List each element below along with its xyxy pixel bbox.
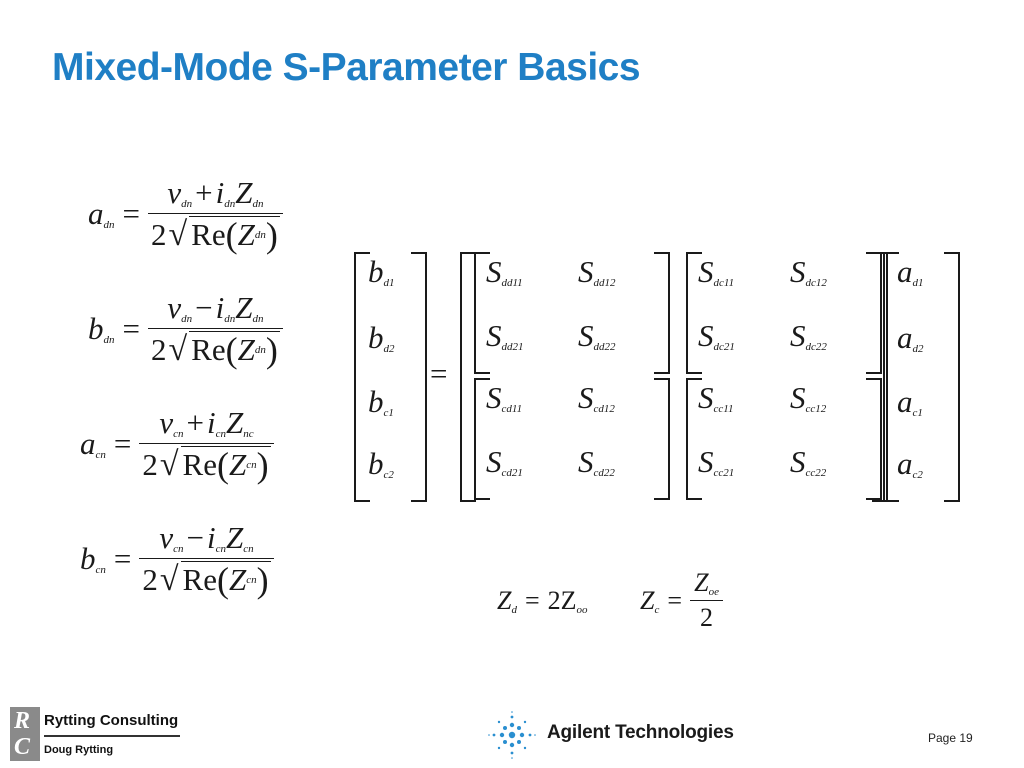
radical-sign: √: [159, 560, 179, 598]
b-vector-right-bracket: [411, 252, 427, 502]
b-vector-left-bracket: [354, 252, 370, 502]
a-vector-entry: ac1: [897, 384, 923, 419]
numerator: vcn−icnZcn: [159, 520, 254, 555]
rytting-consulting-logo: R C Rytting Consulting Doug Rytting: [10, 707, 182, 761]
b-vector-entry: bc2: [368, 446, 394, 481]
agilent-spark-icon: [488, 711, 536, 759]
common-impedance-relation: Zc = Zoe 2: [640, 568, 724, 633]
equation-lhs: adn: [88, 196, 115, 231]
quadrant-dd-right-bracket: [654, 252, 670, 374]
matrix-equals-sign: =: [430, 356, 448, 391]
agilent-logo: Agilent Technologies: [487, 706, 747, 762]
s-parameter-cc21: Scc21: [698, 444, 735, 479]
numerator: vdn−idnZdn: [167, 290, 264, 325]
radical-sign: √: [159, 445, 179, 483]
quadrant-cd-left-bracket: [474, 378, 490, 500]
quadrant-cc-left-bracket: [686, 378, 702, 500]
page-number: Page 19: [928, 731, 973, 745]
numerator: vcn+icnZnc: [159, 405, 254, 440]
radical-sign: √: [168, 215, 188, 253]
a-vector-entry: ad2: [897, 320, 924, 355]
equation-lhs: acn: [80, 426, 106, 461]
a-vector-right-bracket: [944, 252, 960, 502]
consulting-name: Rytting Consulting: [44, 712, 179, 729]
s-parameter-dc12: Sdc12: [790, 254, 827, 289]
b-vector-entry: bd1: [368, 254, 395, 289]
equals-sign: =: [122, 196, 140, 231]
a-vector-entry: ad1: [897, 254, 924, 289]
quadrant-dd-left-bracket: [474, 252, 490, 374]
s-parameter-dd11: Sdd11: [486, 254, 523, 289]
s-parameter-cc22: Scc22: [790, 444, 827, 479]
equals-sign: =: [113, 541, 132, 576]
s-parameter-dd21: Sdd21: [486, 318, 524, 353]
slide-title: Mixed-Mode S-Parameter Basics: [52, 46, 641, 89]
quadrant-cd-right-bracket: [654, 378, 670, 500]
equals-sign: =: [113, 426, 132, 461]
s-parameter-dc22: Sdc22: [790, 318, 827, 353]
s-parameter-dc11: Sdc11: [698, 254, 735, 289]
quadrant-dc-left-bracket: [686, 252, 702, 374]
s-matrix-outer-left-bracket: [460, 252, 476, 502]
rc-monogram: R C: [10, 707, 40, 761]
s-parameter-cd21: Scd21: [486, 444, 523, 479]
equation-lhs: bcn: [80, 541, 106, 576]
s-parameter-cd22: Scd22: [578, 444, 615, 479]
quadrant-cc-right-bracket: [866, 378, 882, 500]
s-parameter-cd12: Scd12: [578, 380, 615, 415]
s-parameter-cc12: Scc12: [790, 380, 827, 415]
company-name: Agilent Technologies: [547, 722, 734, 743]
quadrant-dc-right-bracket: [866, 252, 882, 374]
s-parameter-dd12: Sdd12: [578, 254, 616, 289]
equation-lhs: bdn: [88, 311, 115, 346]
s-parameter-cc11: Scc11: [698, 380, 734, 415]
s-parameter-cd11: Scd11: [486, 380, 523, 415]
numerator: vdn+idnZdn: [167, 175, 264, 210]
differential-impedance-relation: Zd = 2Zoo: [497, 586, 588, 616]
s-parameter-dd22: Sdd22: [578, 318, 616, 353]
consultant-name: Doug Rytting: [44, 744, 114, 756]
s-parameter-dc21: Sdc21: [698, 318, 735, 353]
a-vector-entry: ac2: [897, 446, 923, 481]
equals-sign: =: [122, 311, 140, 346]
b-vector-entry: bd2: [368, 320, 395, 355]
b-vector-entry: bc1: [368, 384, 394, 419]
radical-sign: √: [168, 330, 188, 368]
logo-divider: [44, 735, 180, 737]
a-vector-left-bracket: [883, 252, 899, 502]
